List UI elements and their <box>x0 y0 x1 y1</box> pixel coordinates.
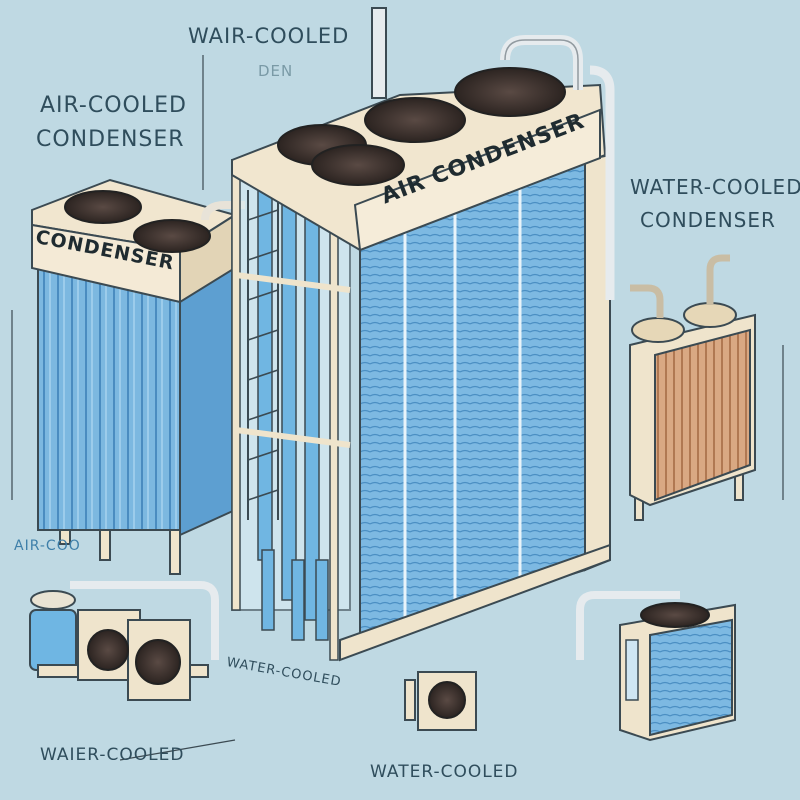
label-top-faint: DEN <box>258 62 294 80</box>
label-left-line1: AIR-COOLED <box>40 93 187 118</box>
bottom-center-small-unit <box>404 671 477 731</box>
right-water-condenser-unit <box>629 254 756 521</box>
label-bottom-left-upper: AIR-COO <box>14 538 81 554</box>
label-bottom-left-lower: WAIER-COOLED <box>40 745 185 765</box>
label-top-center: WAIR-COOLED <box>188 24 350 48</box>
label-right-line2: CONDENSER <box>640 208 776 232</box>
label-left-line2: CONDENSER <box>36 127 185 152</box>
main-air-condenser-tower <box>231 7 615 662</box>
label-right-line1: WATER-COOLED <box>630 175 800 199</box>
bottom-left-unit <box>29 581 219 701</box>
bottom-right-unit <box>576 591 736 742</box>
label-bottom-center: WATER-COOLED <box>370 762 519 782</box>
leader-lines <box>11 55 784 761</box>
left-condenser-unit <box>31 178 245 575</box>
